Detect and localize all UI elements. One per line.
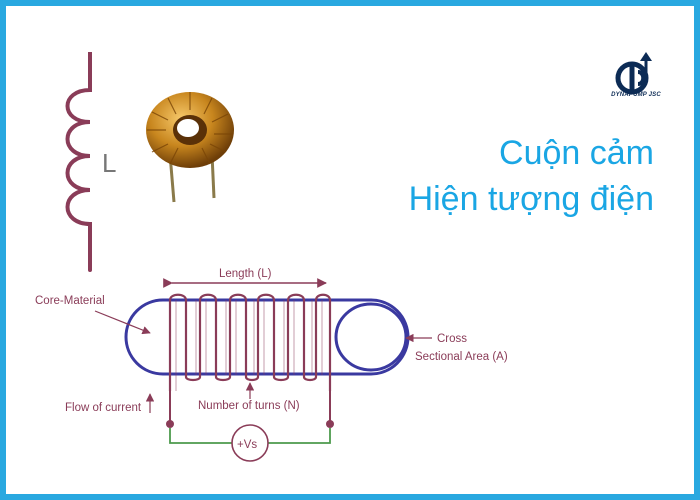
title-line-2: Hiện tượng điện: [408, 180, 654, 218]
inductor-coil-path: [65, 52, 92, 272]
cross-label-line2: Sectional Area (A): [415, 351, 508, 363]
cross-label-line1: Cross: [437, 333, 467, 345]
flow-of-current-label: Flow of current: [65, 402, 142, 414]
core-material-arrow: [94, 310, 151, 335]
title-line-1: Cuộn cảm: [499, 134, 654, 172]
inductor-symbol: L: [65, 52, 116, 272]
core-body: [124, 298, 410, 376]
toroid-inductor-image: [146, 92, 234, 203]
dynapump-logo-icon: [615, 52, 652, 95]
voltage-source: [231, 424, 269, 462]
voltage-source-label: +Vs: [237, 439, 257, 451]
logo-text: DYNAPUMP JSC: [611, 92, 661, 98]
inductor-label-L: L: [102, 148, 116, 178]
circuit-wire: [169, 428, 331, 444]
core-material-label: Core-Material: [35, 295, 105, 307]
number-of-turns-label: Number of turns (N): [198, 400, 300, 412]
solenoid-diagram: Length (L) Core-Material Cross Sectional…: [35, 268, 508, 462]
right-terminal: [326, 420, 334, 428]
coil-winding: [168, 293, 332, 391]
left-terminal: [166, 420, 174, 428]
core-cross-section: [334, 302, 408, 372]
length-label: Length (L): [219, 268, 272, 280]
